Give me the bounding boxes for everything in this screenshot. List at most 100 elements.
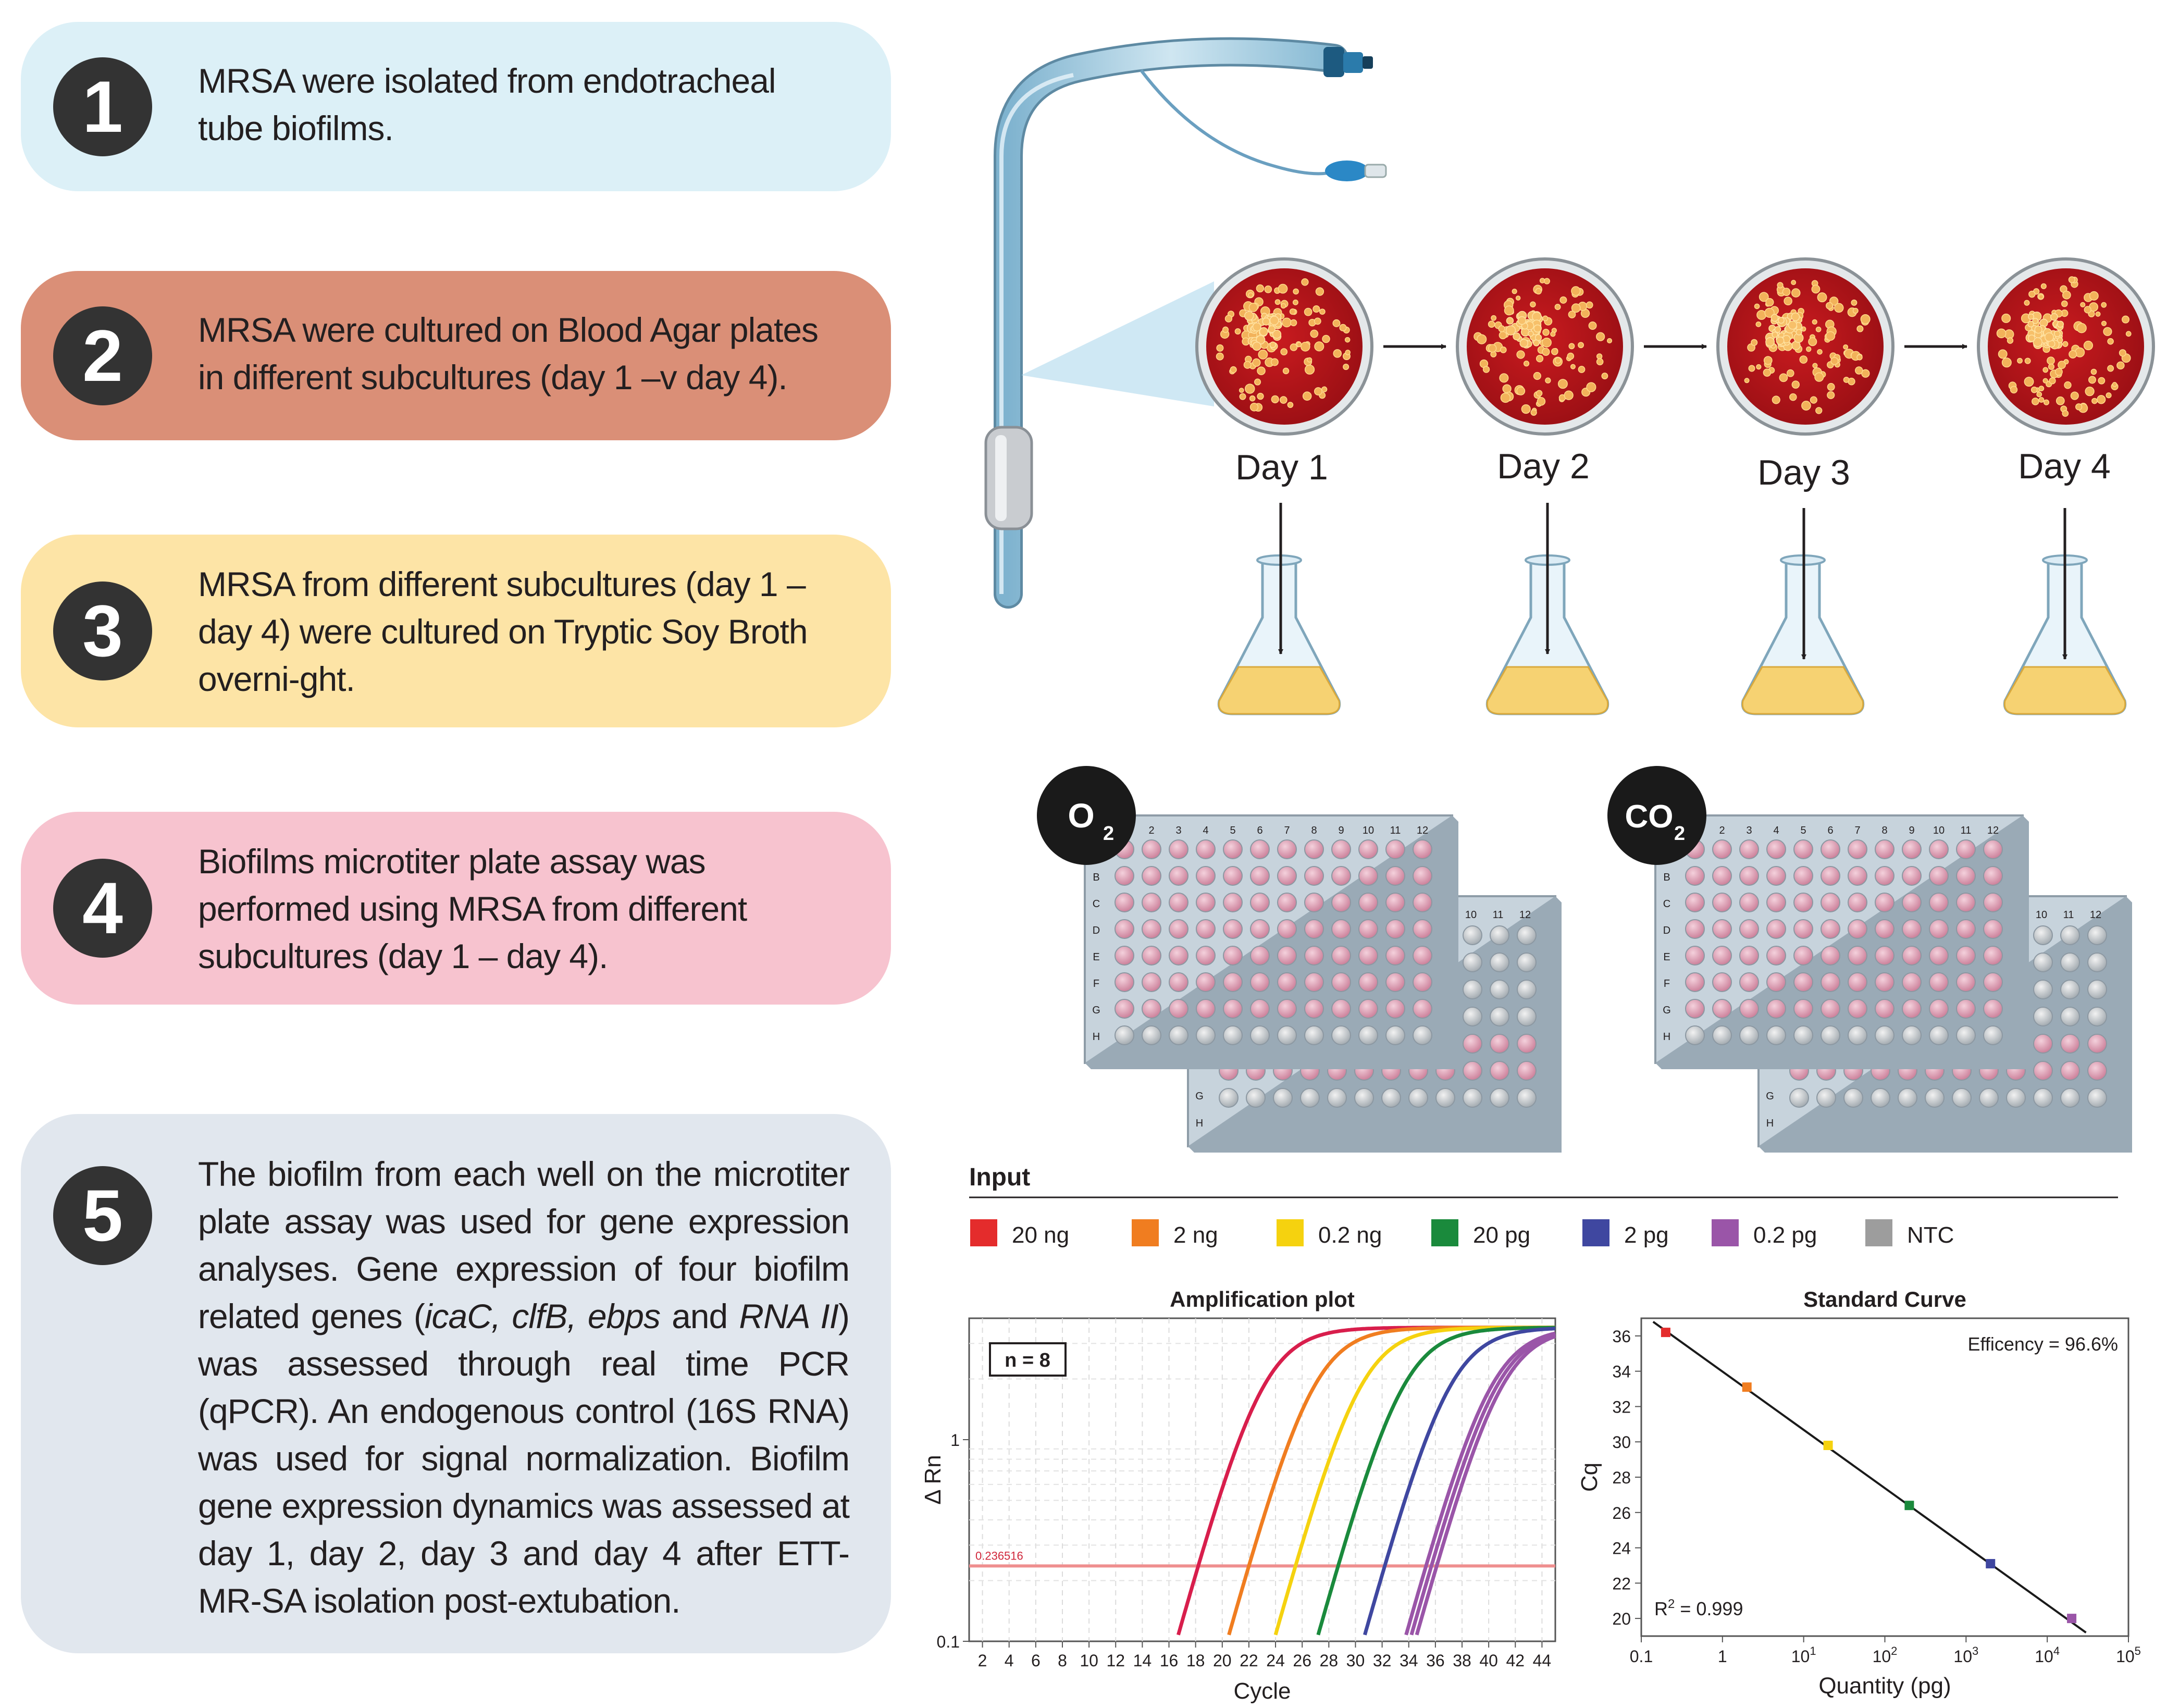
plate-well [1983, 1025, 2003, 1045]
plate-well [1766, 893, 1786, 912]
bacterial-colony [1499, 331, 1507, 340]
bacterial-colony [1244, 311, 1254, 321]
bacterial-colony [1519, 339, 1529, 348]
y-tick-label: 1 [950, 1431, 960, 1450]
bacterial-colony [1502, 384, 1512, 393]
petri-dish-day-1 [1195, 257, 1373, 436]
efficiency-label: Efficency = 96.6% [1967, 1333, 2118, 1355]
bacterial-colony [1537, 397, 1546, 406]
plate-well [1331, 946, 1351, 966]
bacterial-colony [1814, 372, 1824, 382]
plate-well [1277, 972, 1297, 992]
bacterial-colony [2036, 391, 2042, 398]
magnify-beam [1021, 281, 1214, 406]
plate-well [1983, 999, 2003, 1019]
plate-well [1925, 1088, 1945, 1108]
bacterial-colony [1860, 314, 1871, 325]
plate-well [2060, 952, 2080, 972]
plate-well [1304, 919, 1324, 939]
x-tick-label: 38 [1453, 1651, 1471, 1670]
bacterial-colony [2088, 376, 2096, 384]
plate-well [1115, 999, 1134, 1019]
plate-well [2060, 925, 2080, 945]
plate-well [1848, 946, 1867, 966]
plate-row-label: C [1093, 898, 1100, 910]
plate-well [1358, 893, 1378, 912]
plate-column-label: 4 [1773, 825, 1779, 836]
bacterial-colony [2058, 361, 2066, 369]
bacterial-colony [1554, 304, 1561, 311]
plate-well [1169, 999, 1188, 1019]
data-point [1823, 1441, 1833, 1450]
bacterial-colony [1568, 343, 1575, 350]
plate-column-label: 12 [1987, 825, 1999, 836]
badge-co2-main: CO [1625, 799, 1674, 835]
plate-well [1956, 1025, 1976, 1045]
bacterial-colony [2053, 330, 2061, 338]
plate-well [1739, 946, 1759, 966]
bacterial-colony [2017, 357, 2023, 364]
bacterial-colony [1801, 401, 1811, 411]
x-tick-exponent: 4 [2053, 1644, 2060, 1657]
plate-well [1983, 919, 2003, 939]
plate-well [1766, 972, 1786, 992]
bacterial-colony [2091, 398, 2098, 404]
step-3-number: 3 [53, 581, 152, 680]
y-tick-label: 36 [1612, 1327, 1631, 1346]
plate-well [1902, 946, 1922, 966]
plate-well [2087, 1034, 2107, 1054]
plate-column-label: 11 [2063, 909, 2074, 921]
bacterial-colony [1252, 341, 1261, 351]
y-tick-label: 22 [1612, 1574, 1631, 1593]
bacterial-colony [1545, 377, 1551, 383]
x-axis-label: Quantity (pg) [1818, 1673, 1951, 1699]
plate-row-label: C [1663, 898, 1670, 910]
legend-label: 20 ng [1012, 1222, 1069, 1248]
pilot-balloon [1325, 160, 1369, 181]
bacterial-colony [1770, 314, 1779, 322]
bacterial-colony [1224, 315, 1233, 323]
plate-well [1413, 919, 1432, 939]
bacterial-colony [1791, 288, 1801, 298]
plate-well [1463, 952, 1482, 972]
bacterial-colony [1817, 292, 1827, 303]
bacterial-colony [2107, 338, 2114, 345]
plate-column-label: 8 [1311, 825, 1317, 836]
plate-column-label: 3 [1175, 825, 1181, 836]
bacterial-colony [2057, 337, 2063, 343]
bacterial-colony [2057, 320, 2064, 328]
sample-count-label: n = 8 [1005, 1350, 1050, 1371]
plate-well [1843, 1088, 1863, 1108]
plate-well [2033, 1088, 2053, 1108]
plate-well [1875, 999, 1894, 1019]
x-tick-label: 8 [1058, 1651, 1067, 1670]
plate-well [1331, 919, 1351, 939]
bacterial-colony [1248, 302, 1258, 312]
y-tick-label: 26 [1612, 1504, 1631, 1523]
bacterial-colony [1774, 326, 1781, 333]
plate-well [1739, 972, 1759, 992]
bacterial-colony [1304, 364, 1315, 375]
day-label: Day 1 [1235, 448, 1328, 487]
step-2-box: 2 MRSA were cultured on Blood Agar plate… [21, 271, 891, 440]
bacterial-colony [1523, 361, 1530, 367]
plate-well [1223, 919, 1243, 939]
y-tick-label: 24 [1612, 1539, 1631, 1558]
plate-well [1304, 946, 1324, 966]
x-tick-exponent: 3 [1972, 1644, 1978, 1657]
x-tick-label: 44 [1533, 1651, 1552, 1670]
bacterial-colony [2055, 396, 2065, 405]
legend-swatch [1277, 1219, 1304, 1246]
plate-well [1223, 999, 1243, 1019]
bacterial-colony [1516, 387, 1526, 395]
bacterial-colony [1815, 326, 1822, 332]
bacterial-colony [2032, 318, 2039, 324]
bacterial-colony [1530, 301, 1536, 307]
plate-well [1956, 999, 1976, 1019]
plate-well [1929, 866, 1949, 886]
plate-column-label: 5 [1800, 825, 1806, 836]
bacterial-colony [1245, 383, 1255, 394]
x-tick-label: 42 [1506, 1651, 1525, 1670]
bacterial-colony [1307, 357, 1312, 363]
bacterial-colony [1279, 396, 1287, 404]
